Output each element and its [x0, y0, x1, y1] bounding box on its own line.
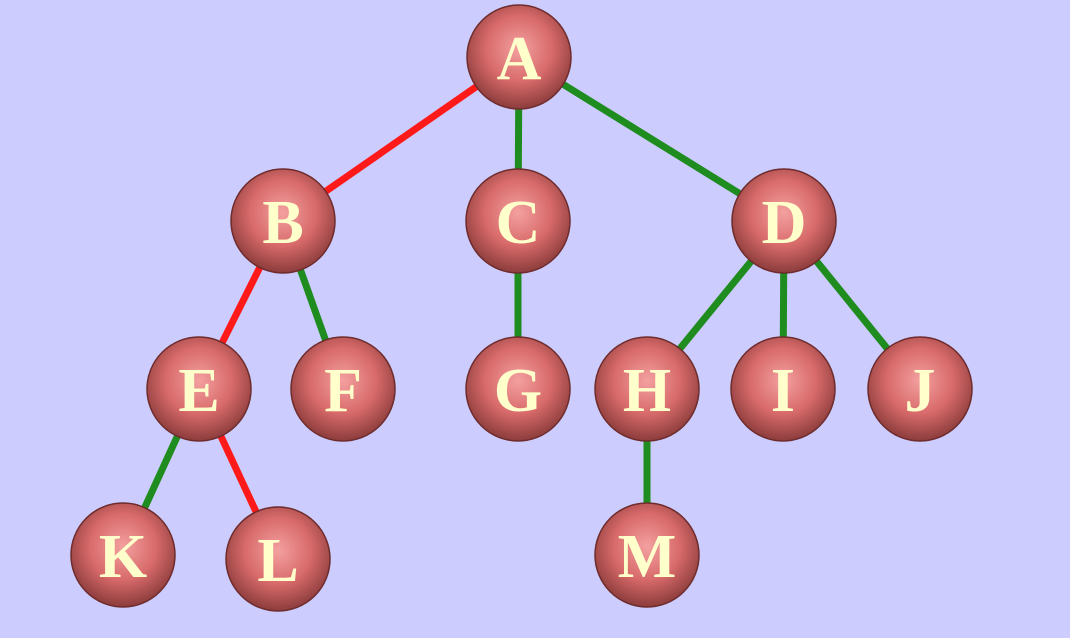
node-circle — [70, 502, 176, 608]
node-e: E — [146, 336, 252, 442]
edge-a-d — [556, 78, 747, 200]
edge-e-k — [138, 429, 184, 515]
node-circle — [466, 4, 572, 110]
edge-b-f — [295, 263, 331, 347]
node-label: I — [771, 357, 795, 425]
node-k: K — [70, 502, 176, 608]
edge-e-l — [215, 429, 262, 519]
edges-layer — [138, 78, 894, 519]
node-label: L — [257, 527, 298, 595]
node-label: K — [99, 523, 147, 591]
node-label: C — [496, 189, 541, 257]
node-circle — [146, 336, 252, 442]
node-circle — [465, 168, 571, 274]
node-label: D — [762, 189, 807, 257]
node-label: G — [494, 357, 542, 425]
node-label: F — [324, 357, 362, 425]
node-h: H — [594, 336, 700, 442]
node-circle — [730, 336, 836, 442]
node-f: F — [290, 336, 396, 442]
node-a: A — [466, 4, 572, 110]
node-i: I — [730, 336, 836, 442]
nodes-layer: A B C D E F G H I J K L M — [70, 4, 973, 612]
node-circle — [465, 336, 571, 442]
edge-d-h — [673, 254, 758, 356]
node-circle — [867, 336, 973, 442]
node-label: E — [178, 357, 219, 425]
node-b: B — [230, 168, 336, 274]
node-circle — [230, 168, 336, 274]
node-label: H — [623, 357, 671, 425]
edge-b-e — [216, 260, 266, 350]
node-label: B — [262, 189, 303, 257]
node-circle — [594, 502, 700, 608]
node-j: J — [867, 336, 973, 442]
node-circle — [731, 168, 837, 274]
node-l: L — [225, 506, 331, 612]
node-circle — [225, 506, 331, 612]
node-circle — [290, 336, 396, 442]
node-circle — [594, 336, 700, 442]
node-c: C — [465, 168, 571, 274]
node-m: M — [594, 502, 700, 608]
node-label: J — [905, 357, 936, 425]
node-g: G — [465, 336, 571, 442]
node-label: A — [497, 25, 542, 93]
node-d: D — [731, 168, 837, 274]
edge-d-j — [810, 254, 894, 356]
edge-a-b — [318, 80, 484, 198]
node-label: M — [618, 523, 677, 591]
